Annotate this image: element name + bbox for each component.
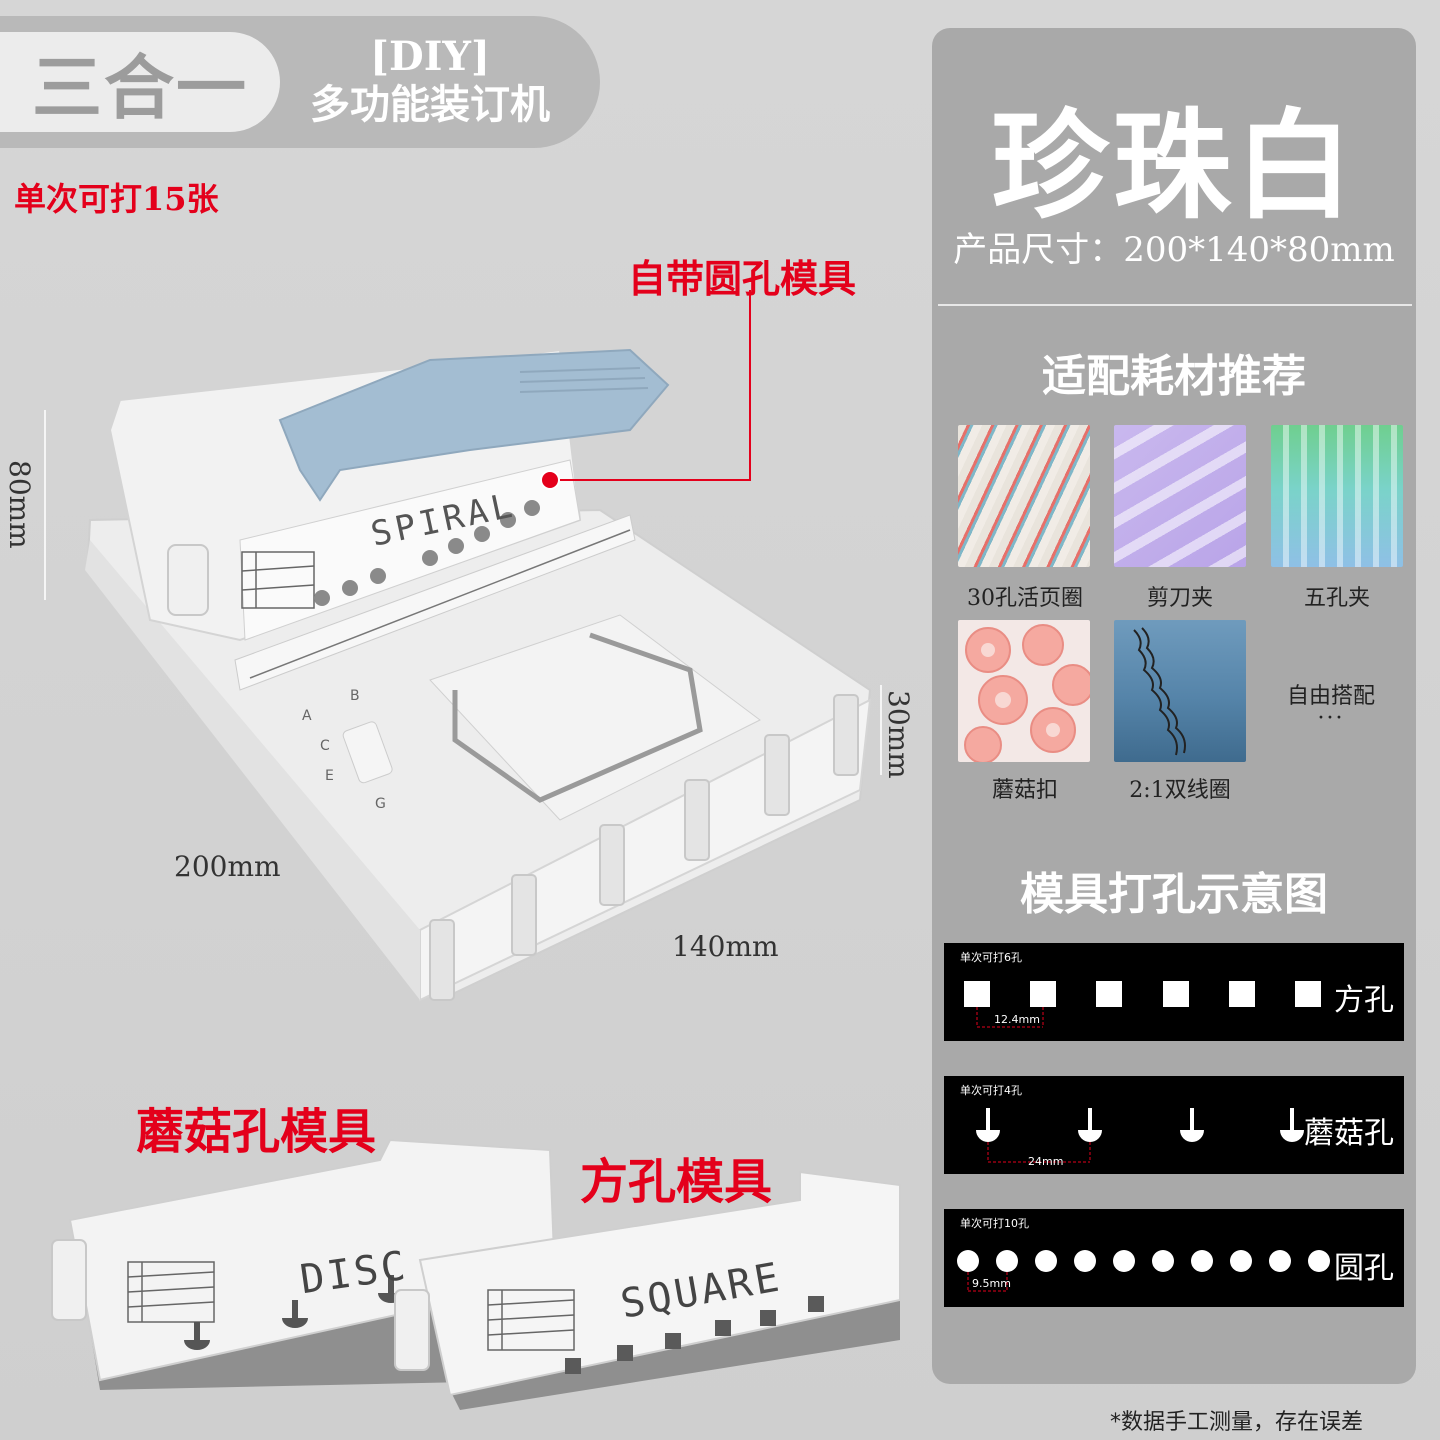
product-title-line1: [DIY]: [370, 33, 490, 80]
svg-text:E: E: [325, 768, 334, 784]
title-badge: 三合一: [0, 32, 280, 132]
five-hole-clips-image: [1271, 425, 1403, 567]
dim-width: 140mm: [672, 930, 779, 963]
consumable-label-4: 蘑菇扣: [991, 778, 1058, 803]
double-wire-image: [1114, 620, 1246, 762]
callout-mushroom-die: 蘑菇孔模具: [136, 1104, 377, 1160]
dim-base-height: 30mm: [882, 690, 915, 779]
consumable-label-5: 2:1双线圈: [1129, 778, 1231, 803]
round-hole-type: 圆孔: [1334, 1251, 1394, 1286]
consumable-label-3: 五孔夹: [1303, 586, 1370, 611]
panel-divider: [938, 304, 1412, 306]
callout-square-die: 方孔模具: [580, 1154, 773, 1210]
consumable-label-6: 自由搭配: [1286, 684, 1375, 709]
binding-machine-illustration: A B CE G: [85, 290, 872, 1002]
square-hole-caption: 单次可打6孔: [960, 951, 1022, 964]
consumables-title: 适配耗材推荐: [1042, 351, 1306, 402]
mushroom-discs-image: [958, 620, 1090, 762]
dim-height-line: [44, 410, 46, 600]
consumable-ellipsis: ···: [1317, 706, 1345, 731]
capacity-note: 单次可打15张: [14, 180, 219, 218]
scissor-clips-image: [1114, 425, 1246, 567]
svg-text:B: B: [350, 688, 360, 704]
dim-height: 80mm: [3, 460, 36, 549]
product-size: 产品尺寸：200*140*80mm: [953, 230, 1395, 270]
round-hole-caption: 单次可打10孔: [960, 1217, 1029, 1230]
svg-text:C: C: [320, 738, 330, 754]
consumable-label-2: 剪刀夹: [1146, 586, 1213, 611]
diagram-title: 模具打孔示意图: [1020, 869, 1328, 920]
dim-base-line: [880, 685, 882, 775]
title-badge-text: 三合一: [32, 45, 248, 129]
callout-round-die: 自带圆孔模具: [628, 256, 857, 301]
binder-rings-image: [958, 425, 1090, 567]
dies-illustration: [51, 1138, 901, 1410]
footnote: *数据手工测量，存在误差: [1110, 1410, 1364, 1435]
color-name: 珍珠白: [990, 96, 1357, 235]
svg-text:G: G: [375, 796, 386, 812]
mushroom-hole-caption: 单次可打4孔: [960, 1084, 1022, 1097]
square-hole-type: 方孔: [1334, 983, 1394, 1018]
mushroom-hole-type: 蘑菇孔: [1304, 1116, 1394, 1151]
round-hole-diagram: 单次可打10孔 9.5mm 圆孔: [944, 1209, 1404, 1307]
mushroom-hole-measure: 24mm: [1028, 1155, 1064, 1168]
product-title-line2: 多功能装订机: [310, 82, 550, 128]
svg-text:A: A: [302, 708, 312, 724]
dim-length: 200mm: [174, 850, 281, 883]
product-title: [DIY] 多功能装订机: [285, 28, 575, 138]
mushroom-hole-diagram: 单次可打4孔 24mm 蘑菇孔: [944, 1076, 1404, 1174]
square-hole-diagram: 单次可打6孔 12.4mm 方孔: [944, 943, 1404, 1041]
round-hole-measure: 9.5mm: [972, 1277, 1011, 1290]
square-hole-measure: 12.4mm: [994, 1013, 1040, 1026]
consumable-label-1: 30孔活页圈: [967, 586, 1083, 611]
